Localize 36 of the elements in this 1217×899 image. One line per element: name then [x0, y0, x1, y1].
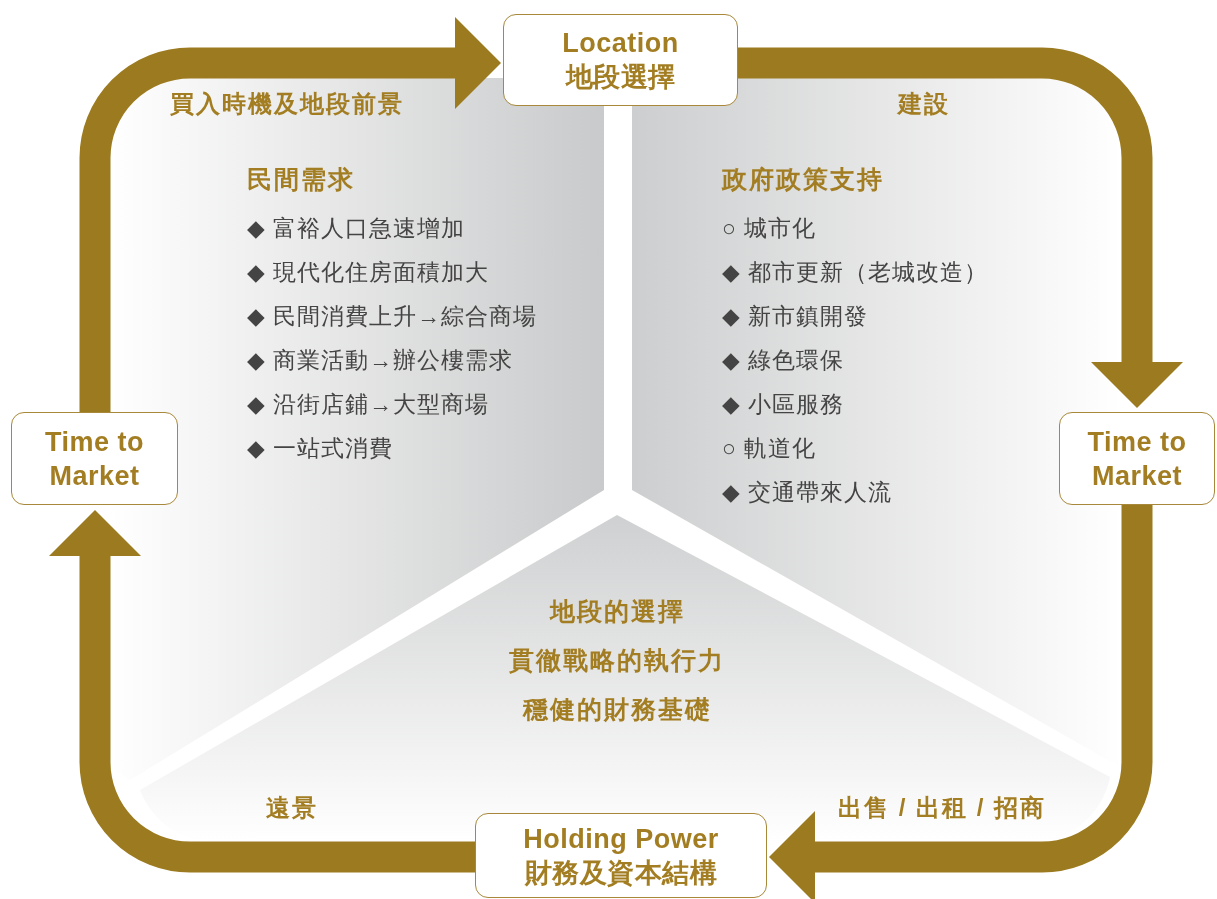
list-item: ○ 軌道化 — [722, 434, 817, 463]
stage-label: Holding Power — [523, 822, 719, 856]
list-item: ◆ 富裕人口急速增加 — [247, 214, 466, 243]
list-item: ◆ 商業活動→辦公樓需求 — [247, 346, 514, 375]
edge-label: 遠景 — [266, 793, 318, 823]
list-item: ◆ 新市鎮開發 — [722, 302, 869, 331]
panel-heading: 政府政策支持 — [722, 164, 884, 195]
arrow — [79, 17, 501, 412]
panel-text: 貫徹戰略的執行力 — [509, 645, 725, 676]
arrow — [769, 505, 1153, 899]
list-item: ◆ 沿街店鋪→大型商場 — [247, 390, 490, 419]
list-item: ◆ 交通帶來人流 — [722, 478, 893, 507]
edge-label: 買入時機及地段前景 — [170, 89, 404, 119]
panel-heading: 民間需求 — [247, 164, 355, 195]
edge-label: 出售 / 出租 / 招商 — [838, 793, 1046, 823]
stage-box — [1059, 412, 1215, 505]
stage-label: Location — [562, 27, 679, 60]
list-item: ◆ 一站式消費 — [247, 434, 394, 463]
stage-label: 財務及資本結構 — [524, 856, 718, 890]
list-item: ◆ 都市更新（老城改造） — [722, 258, 989, 287]
stage-label: Time to Market — [44, 425, 145, 493]
list-item: ◆ 小區服務 — [722, 390, 845, 419]
stage-label: 地段選擇 — [565, 61, 676, 94]
list-item: ◆ 民間消費上升→綜合商場 — [247, 302, 538, 331]
arrow — [49, 510, 475, 873]
stage-box — [503, 14, 738, 106]
stage-box — [11, 412, 178, 505]
list-item: ○ 城市化 — [722, 214, 817, 243]
panel-text: 地段的選擇 — [549, 596, 685, 627]
list-item: ◆ 綠色環保 — [722, 346, 845, 375]
stage-box — [475, 813, 767, 898]
edge-label: 建設 — [898, 89, 950, 119]
panel-text: 穩健的財務基礎 — [522, 694, 712, 725]
list-item: ◆ 現代化住房面積加大 — [247, 258, 490, 287]
stage-label: Time to Market — [1086, 425, 1188, 493]
arrow — [738, 47, 1183, 408]
